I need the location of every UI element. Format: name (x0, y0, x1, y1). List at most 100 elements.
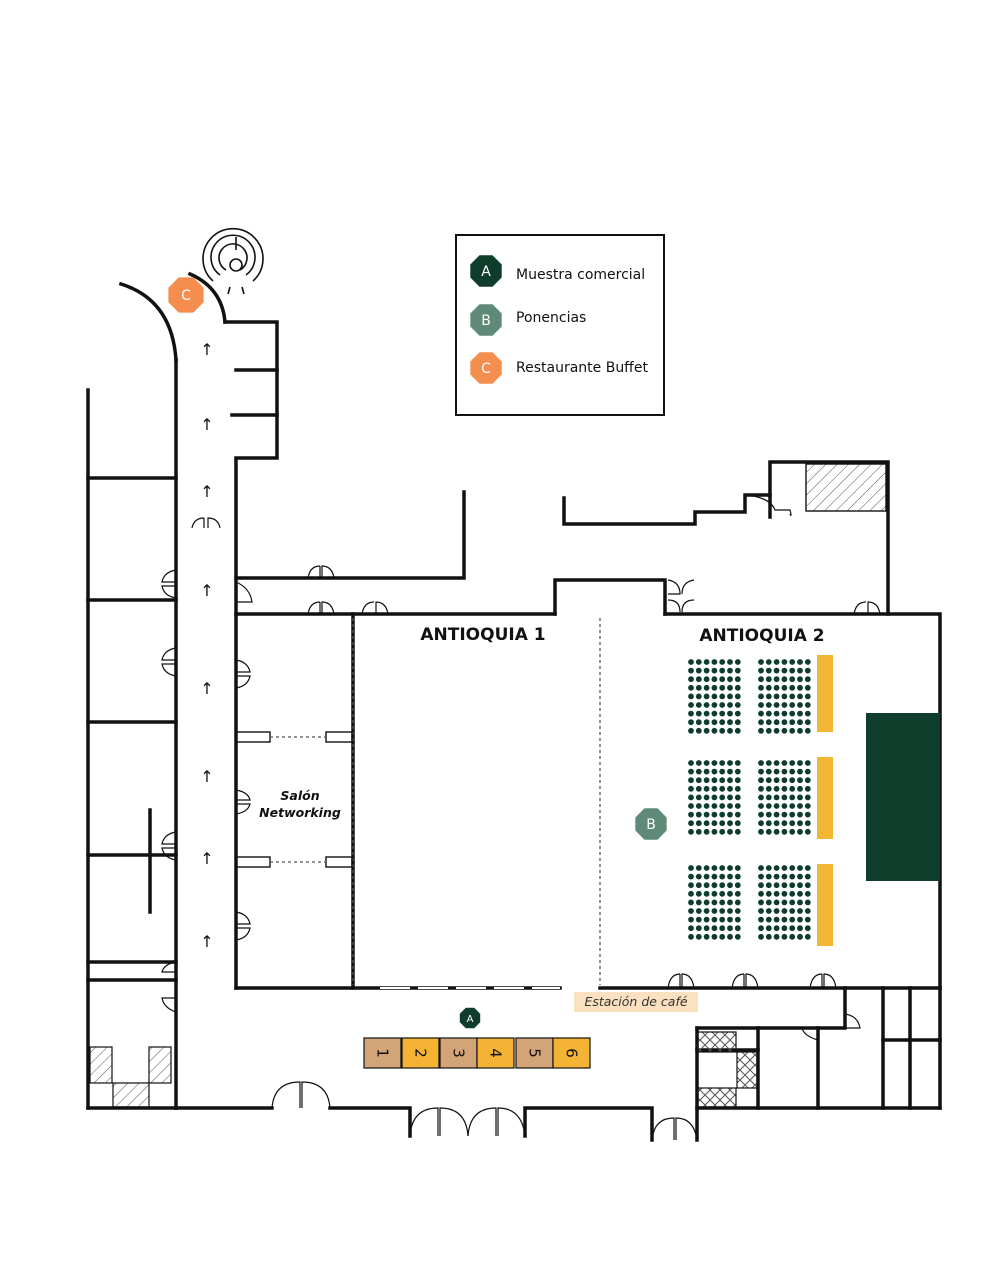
seat (727, 684, 733, 691)
seat (773, 890, 780, 897)
marker-letter-a: A (467, 1014, 474, 1025)
seat (797, 811, 803, 818)
seat (734, 890, 741, 897)
seat (688, 760, 694, 766)
seat (719, 882, 726, 889)
seat (703, 684, 710, 691)
seat (711, 785, 718, 792)
seat (789, 811, 796, 818)
seat (719, 794, 726, 801)
seat (765, 785, 772, 792)
seat (695, 777, 702, 784)
seat (703, 667, 710, 674)
booth-number: 4 (487, 1048, 505, 1058)
legend-octagon-c (470, 352, 502, 384)
seat (727, 865, 733, 871)
seat (711, 811, 718, 818)
legend-letter-c: C (481, 361, 491, 377)
seat (734, 777, 741, 784)
seat (804, 710, 811, 717)
seat (711, 693, 718, 700)
seat (688, 890, 694, 897)
seat (765, 899, 772, 906)
seat (758, 785, 764, 792)
seat (789, 925, 796, 932)
seat (734, 659, 741, 665)
seat (695, 719, 702, 726)
seat (789, 676, 796, 683)
seat (688, 710, 694, 717)
seat (734, 803, 741, 809)
booth-number: 2 (412, 1048, 430, 1058)
seat (703, 925, 710, 932)
seat (804, 865, 811, 871)
seat (797, 890, 803, 897)
seat (797, 693, 803, 700)
seat (734, 908, 741, 914)
seat (734, 925, 741, 932)
seat (719, 659, 726, 665)
seat (773, 925, 780, 932)
seat (758, 794, 764, 801)
seat (758, 719, 764, 726)
seat (758, 702, 764, 708)
seat (719, 667, 726, 674)
seat (781, 659, 788, 665)
seat (758, 890, 764, 897)
seat (703, 890, 710, 897)
seat (781, 785, 788, 792)
seat (695, 676, 702, 683)
seat (758, 667, 764, 674)
seat (688, 811, 694, 818)
arrow-up-icon: ↑ (200, 581, 213, 600)
seat (758, 727, 764, 734)
hatched-area-top-right (805, 463, 887, 512)
seat (789, 659, 796, 665)
seating-block (688, 659, 741, 734)
hatched-area-left-3 (148, 1046, 172, 1084)
seat (703, 794, 710, 801)
seat (734, 899, 741, 906)
seat (688, 803, 694, 809)
seat (765, 882, 772, 889)
seat (703, 702, 710, 708)
seat (789, 916, 796, 923)
seat (711, 702, 718, 708)
marker-letter-b: B (646, 817, 656, 833)
seat (688, 916, 694, 923)
seat (765, 925, 772, 932)
seat (727, 768, 733, 775)
seat (711, 873, 718, 880)
legend-label-c: Restaurante Buffet (516, 360, 648, 376)
seat (758, 659, 764, 665)
seat (695, 899, 702, 906)
seat (695, 659, 702, 665)
seat (734, 760, 741, 766)
seat (695, 873, 702, 880)
seat (695, 811, 702, 818)
booth-4: 4 (476, 1037, 515, 1069)
seat (781, 899, 788, 906)
seat (773, 820, 780, 827)
legend-octagon-b (470, 304, 502, 336)
seat (734, 710, 741, 717)
seat (719, 768, 726, 775)
seat (804, 676, 811, 683)
room-label-networking-2: Networking (259, 805, 341, 820)
seat (773, 873, 780, 880)
seat (727, 676, 733, 683)
seat (797, 865, 803, 871)
seat (703, 899, 710, 906)
seat (758, 916, 764, 923)
seat (711, 760, 718, 766)
seat (758, 684, 764, 691)
seat (688, 693, 694, 700)
booth-number: 1 (374, 1048, 392, 1058)
seat (765, 727, 772, 734)
seat (797, 785, 803, 792)
seat (727, 890, 733, 897)
seat (734, 865, 741, 871)
seat (765, 873, 772, 880)
seating-block (688, 865, 741, 940)
